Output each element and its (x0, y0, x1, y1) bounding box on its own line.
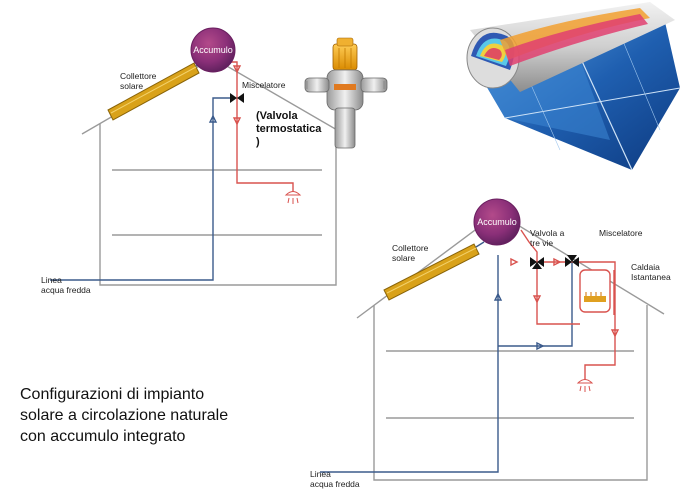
bottom-hot-water-pipe (510, 229, 620, 380)
figure-caption: Configurazioni di impianto solare a circ… (20, 384, 280, 447)
top-collector-label-2: solare (120, 81, 143, 91)
bottom-collector-label-1: Collettore (392, 243, 429, 253)
instant-boiler (579, 269, 611, 313)
bottom-solar-collector (383, 243, 480, 301)
bottom-collector-to-tank-pipe (475, 241, 485, 248)
bottom-cold-water-pipe (320, 255, 573, 473)
bottom-tank-label: Accumulo (477, 217, 517, 227)
bottom-cold-water-label-2: acqua fredda (310, 479, 360, 489)
top-valve-label-3: ) (256, 136, 260, 148)
bottom-mixer-label: Miscelatore (599, 228, 643, 238)
bottom-three-way-valve-symbol (530, 257, 544, 269)
bottom-cold-water-label-1: Linea (310, 469, 331, 479)
bottom-diagram: Accumulo Collettore solare Valvola a tre… (310, 198, 671, 489)
top-valve-label-1: (Valvola (256, 110, 298, 122)
top-mixer-valve-symbol (230, 93, 244, 103)
bottom-mixer-valve-symbol (565, 255, 579, 267)
thermostatic-valve-picture (304, 37, 388, 149)
top-storage-tank: Accumulo (190, 27, 236, 73)
top-hot-water-pipe (227, 61, 294, 192)
top-cold-water-label-1: Linea (41, 275, 62, 285)
boiler-label-1: Caldaia (631, 262, 660, 272)
bottom-collector-label-2: solare (392, 253, 415, 263)
bottom-shower-icon (576, 379, 594, 392)
top-shower-icon (284, 191, 302, 204)
bottom-three-way-valve-label-1: Valvola a (530, 228, 565, 238)
top-tank-label: Accumulo (193, 45, 233, 55)
top-cold-water-label-2: acqua fredda (41, 285, 91, 295)
caption-line-1: Configurazioni di impianto (20, 386, 205, 403)
top-solar-collector (107, 62, 200, 121)
solar-water-heater-picture (466, 2, 681, 171)
top-diagram: Accumulo Collettore solare Miscelatore (… (41, 27, 345, 295)
bottom-storage-tank: Accumulo (473, 198, 521, 246)
top-valve-label-2: termostatica (256, 123, 322, 135)
top-collector-label-1: Collettore (120, 71, 157, 81)
boiler-label-2: Istantanea (631, 272, 671, 282)
caption-line-3: con accumulo integrato (20, 428, 186, 445)
bottom-three-way-valve-label-2: tre vie (530, 238, 553, 248)
top-mixer-label: Miscelatore (242, 80, 286, 90)
caption-line-2: solare a circolazione naturale (20, 407, 229, 424)
top-cold-water-pipe (50, 97, 232, 281)
